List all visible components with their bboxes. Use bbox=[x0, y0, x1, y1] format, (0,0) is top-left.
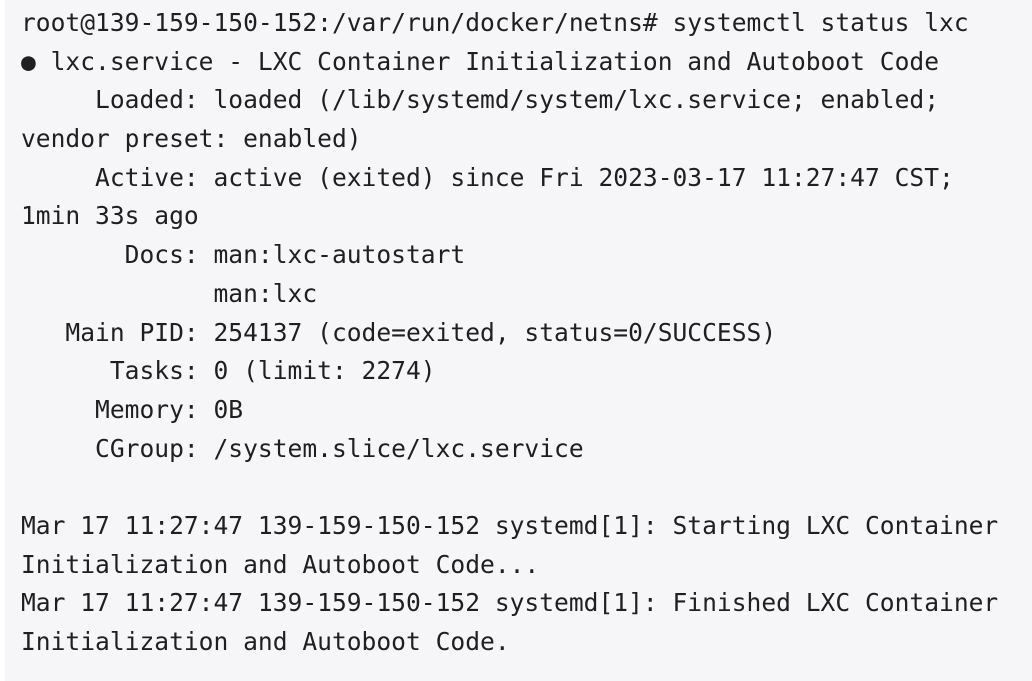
cgroup-line: CGroup: /system.slice/lxc.service bbox=[21, 433, 584, 463]
blank-line bbox=[21, 468, 1032, 507]
main-pid-line: Main PID: 254137 (code=exited, status=0/… bbox=[21, 317, 777, 347]
active-line: Active: active (exited) since Fri 2023-0… bbox=[21, 162, 954, 192]
docs-line: Docs: man:lxc-autostart bbox=[21, 240, 466, 270]
log-line-finished: Mar 17 11:27:47 139-159-150-152 systemd[… bbox=[21, 588, 999, 618]
tasks-line: Tasks: 0 (limit: 2274) bbox=[21, 356, 436, 386]
log-line-starting: Mar 17 11:27:47 139-159-150-152 systemd[… bbox=[21, 510, 999, 540]
memory-line: Memory: 0B bbox=[21, 394, 244, 424]
active-line-wrap: 1min 33s ago bbox=[21, 201, 199, 231]
service-header-line: ● lxc.service - LXC Container Initializa… bbox=[21, 46, 940, 76]
log-line-finished-wrap: Initialization and Autoboot Code. bbox=[21, 627, 510, 656]
docs-line-2: man:lxc bbox=[21, 278, 318, 308]
prompt-command-line: root@139-159-150-152:/var/run/docker/net… bbox=[21, 8, 969, 37]
log-line-starting-wrap: Initialization and Autoboot Code... bbox=[21, 549, 540, 579]
loaded-line: Loaded: loaded (/lib/systemd/system/lxc.… bbox=[21, 85, 940, 115]
terminal-output[interactable]: root@139-159-150-152:/var/run/docker/net… bbox=[5, 0, 1032, 681]
loaded-line-wrap: vendor preset: enabled) bbox=[21, 124, 362, 154]
